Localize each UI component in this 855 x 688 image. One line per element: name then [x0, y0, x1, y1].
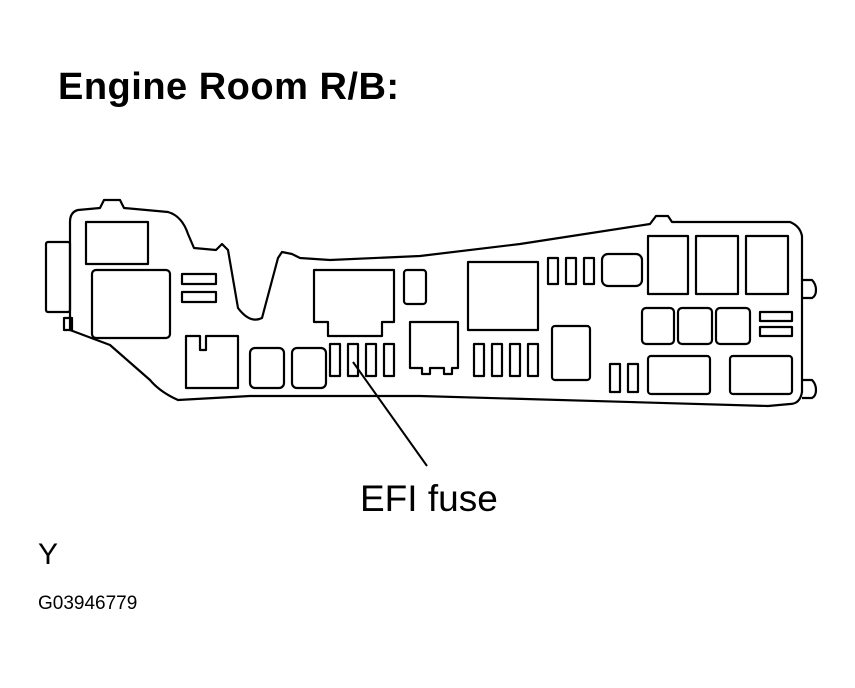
mini-fuse-v4	[608, 362, 622, 394]
blade-fuse-8	[526, 342, 540, 378]
efi-fuse	[346, 342, 360, 378]
mini-fuse-v2	[564, 256, 578, 286]
view-letter: Y	[38, 538, 59, 571]
relay-top-left	[84, 220, 150, 266]
relay-large-left	[90, 268, 172, 340]
mini-fuse-v5	[626, 362, 640, 394]
mini-fuse-h1	[180, 272, 218, 286]
figure-code: G03946779	[38, 593, 138, 614]
relay-center-small	[402, 268, 428, 306]
mini-fuse-v3	[582, 256, 596, 286]
efi-fuse-label: EFI fuse	[360, 478, 498, 519]
mini-fuse-h2	[180, 290, 218, 304]
blade-fuse-4	[382, 342, 396, 378]
maxi-fuse-1	[646, 234, 690, 296]
square-fuse-r1	[640, 306, 676, 346]
square-fuse-r2	[676, 306, 714, 346]
diagram-title: Engine Room R/B:	[58, 66, 400, 108]
left-small-tab	[62, 316, 74, 332]
relay-tall	[550, 324, 592, 382]
connector-notched	[184, 334, 240, 390]
blade-fuse-7	[508, 342, 522, 378]
square-fuse-2	[290, 346, 328, 390]
relay-bottom-right-1	[646, 354, 712, 396]
mini-fuse-h4	[758, 325, 794, 338]
relay-bottom-right-2	[728, 354, 794, 396]
blade-fuse-5	[472, 342, 486, 378]
blade-fuse-3	[364, 342, 378, 378]
mini-fuse-h3	[758, 310, 794, 323]
relay-rounded-small	[600, 252, 644, 288]
square-fuse-1	[248, 346, 286, 390]
left-mount-tab	[44, 240, 72, 314]
maxi-fuse-2	[694, 234, 740, 296]
right-mount-tab-lower	[802, 378, 818, 400]
relay-center	[312, 268, 396, 338]
square-fuse-r3	[714, 306, 752, 346]
maxi-fuse-3	[744, 234, 790, 296]
relay-block-housing	[68, 198, 804, 408]
relay-large-center	[466, 260, 540, 332]
connector-center	[408, 320, 460, 376]
right-mount-tab-upper	[802, 278, 818, 300]
efi-leader-line	[352, 361, 428, 467]
blade-fuse-1	[328, 342, 342, 378]
blade-fuse-6	[490, 342, 504, 378]
mini-fuse-v1	[546, 256, 560, 286]
